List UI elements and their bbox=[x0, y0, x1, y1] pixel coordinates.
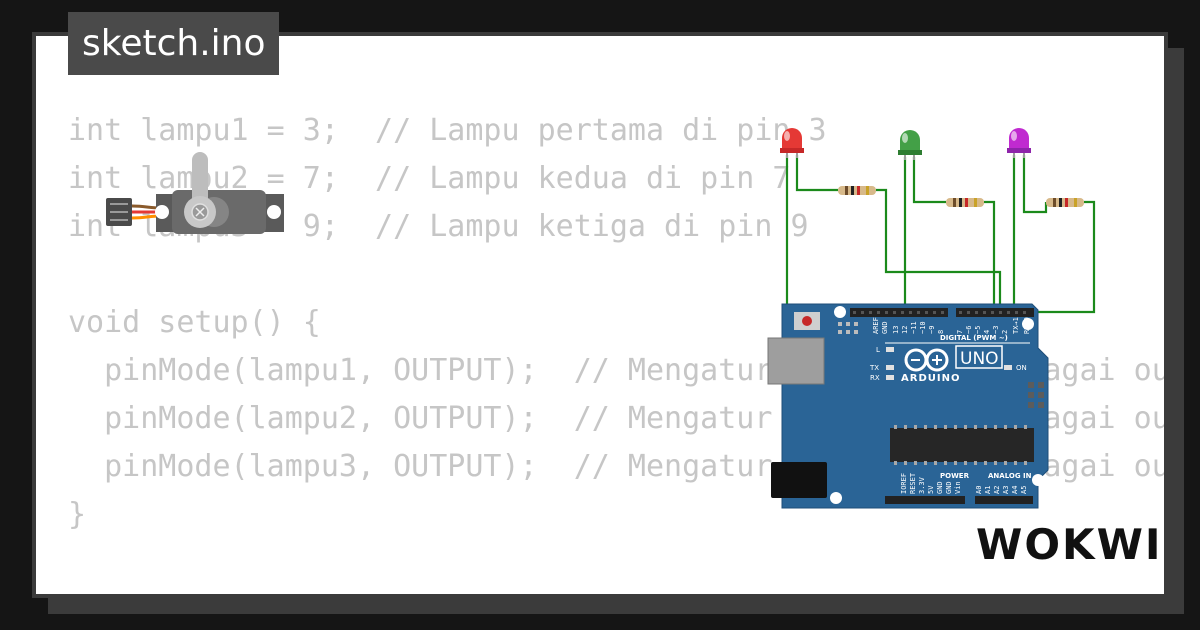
digital-header-left bbox=[850, 308, 948, 317]
pin-label: GND bbox=[945, 481, 953, 494]
pin-label: A4 bbox=[1011, 486, 1019, 494]
servo-motor[interactable] bbox=[106, 152, 284, 234]
pin-label: TX→1 bbox=[1012, 317, 1020, 334]
pin-label: ~6 bbox=[965, 326, 973, 334]
pin-label: 3.3V bbox=[918, 476, 926, 494]
pin-label: A3 bbox=[1002, 486, 1010, 494]
wire-led2-anode[interactable] bbox=[912, 157, 946, 204]
pin-label: ~9 bbox=[928, 326, 936, 334]
pin-label: AREF bbox=[872, 317, 880, 334]
pin-label: Vin bbox=[954, 481, 962, 494]
code-line: } bbox=[68, 497, 87, 532]
pin-label: A5 bbox=[1020, 486, 1028, 494]
code-line: pinMode(lampu1, OUTPUT); // Mengatur pin… bbox=[68, 353, 1168, 388]
wire-led1-anode[interactable] bbox=[795, 155, 838, 192]
usb-port bbox=[767, 337, 825, 385]
wire-led3-anode[interactable] bbox=[1022, 155, 1048, 214]
arduino-uno-board[interactable]: AREF GND 13 12 ~11 ~10 ~9 8 7 ~6 ~5 4 ~3… bbox=[767, 303, 1049, 509]
led-red[interactable] bbox=[780, 128, 804, 158]
power-jack bbox=[771, 462, 827, 498]
pin-label: GND bbox=[881, 321, 889, 334]
tx-label: TX bbox=[869, 364, 879, 372]
pin-label: ~3 bbox=[992, 326, 1000, 334]
pin-label: 7 bbox=[956, 330, 964, 334]
pin-label: ~10 bbox=[919, 321, 927, 334]
pin-label: A1 bbox=[984, 486, 992, 494]
power-label: POWER bbox=[940, 472, 970, 480]
pin-label: GND bbox=[936, 481, 944, 494]
pin-label: RESET bbox=[909, 472, 917, 494]
board-model: UNO bbox=[960, 349, 999, 369]
led-green[interactable] bbox=[898, 130, 922, 160]
power-header bbox=[885, 496, 965, 504]
microcontroller-chip bbox=[890, 428, 1034, 462]
servo-wire-brown bbox=[131, 204, 161, 210]
pin-label: IOREF bbox=[900, 473, 908, 494]
pin-label: 12 bbox=[901, 326, 909, 334]
pin-label: 13 bbox=[892, 326, 900, 334]
resistor-2[interactable] bbox=[946, 198, 984, 207]
analog-label: ANALOG IN bbox=[988, 472, 1032, 480]
pin-label: ~5 bbox=[974, 326, 982, 334]
digital-label: DIGITAL (PWM ~) bbox=[940, 334, 1008, 342]
led-l-label: L bbox=[876, 346, 880, 354]
code-line: void loop() { bbox=[68, 587, 1164, 594]
pin-label: 4 bbox=[983, 330, 991, 334]
rx-label: RX bbox=[870, 374, 880, 382]
wire-resistor1-pin[interactable] bbox=[876, 188, 1002, 312]
arduino-logo-icon bbox=[904, 348, 949, 372]
pin-label: 2 bbox=[1001, 330, 1009, 334]
pin-label: RX←0 bbox=[1023, 317, 1031, 334]
pin-label: A2 bbox=[993, 486, 1001, 494]
wire-resistor3-pin[interactable] bbox=[1030, 200, 1096, 314]
pin-label: 8 bbox=[937, 330, 945, 334]
pin-label: A0 bbox=[975, 486, 983, 494]
wokwi-logo: WOKWI bbox=[976, 520, 1163, 569]
resistor-1[interactable] bbox=[838, 186, 876, 195]
servo-wire-orange bbox=[131, 214, 161, 220]
pin-label: ~11 bbox=[910, 321, 918, 334]
wires bbox=[785, 155, 1096, 314]
wire-resistor2-pin[interactable] bbox=[984, 200, 996, 312]
file-tab[interactable]: sketch.ino bbox=[68, 12, 280, 75]
code-line: void setup() { bbox=[68, 305, 321, 340]
pin-label: 5V bbox=[927, 485, 935, 494]
analog-header bbox=[975, 496, 1033, 504]
digital-header-right bbox=[956, 308, 1034, 317]
resistor-3[interactable] bbox=[1046, 198, 1084, 207]
led-purple[interactable] bbox=[1007, 128, 1031, 158]
board-brand: ARDUINO bbox=[901, 373, 960, 384]
code-line: int lampu3 = 9; // Lampu ketiga di pin 9 bbox=[68, 209, 809, 244]
code-line: int lampu1 = 3; // Lampu pertama di pin … bbox=[68, 113, 827, 148]
on-label: ON bbox=[1016, 364, 1027, 372]
